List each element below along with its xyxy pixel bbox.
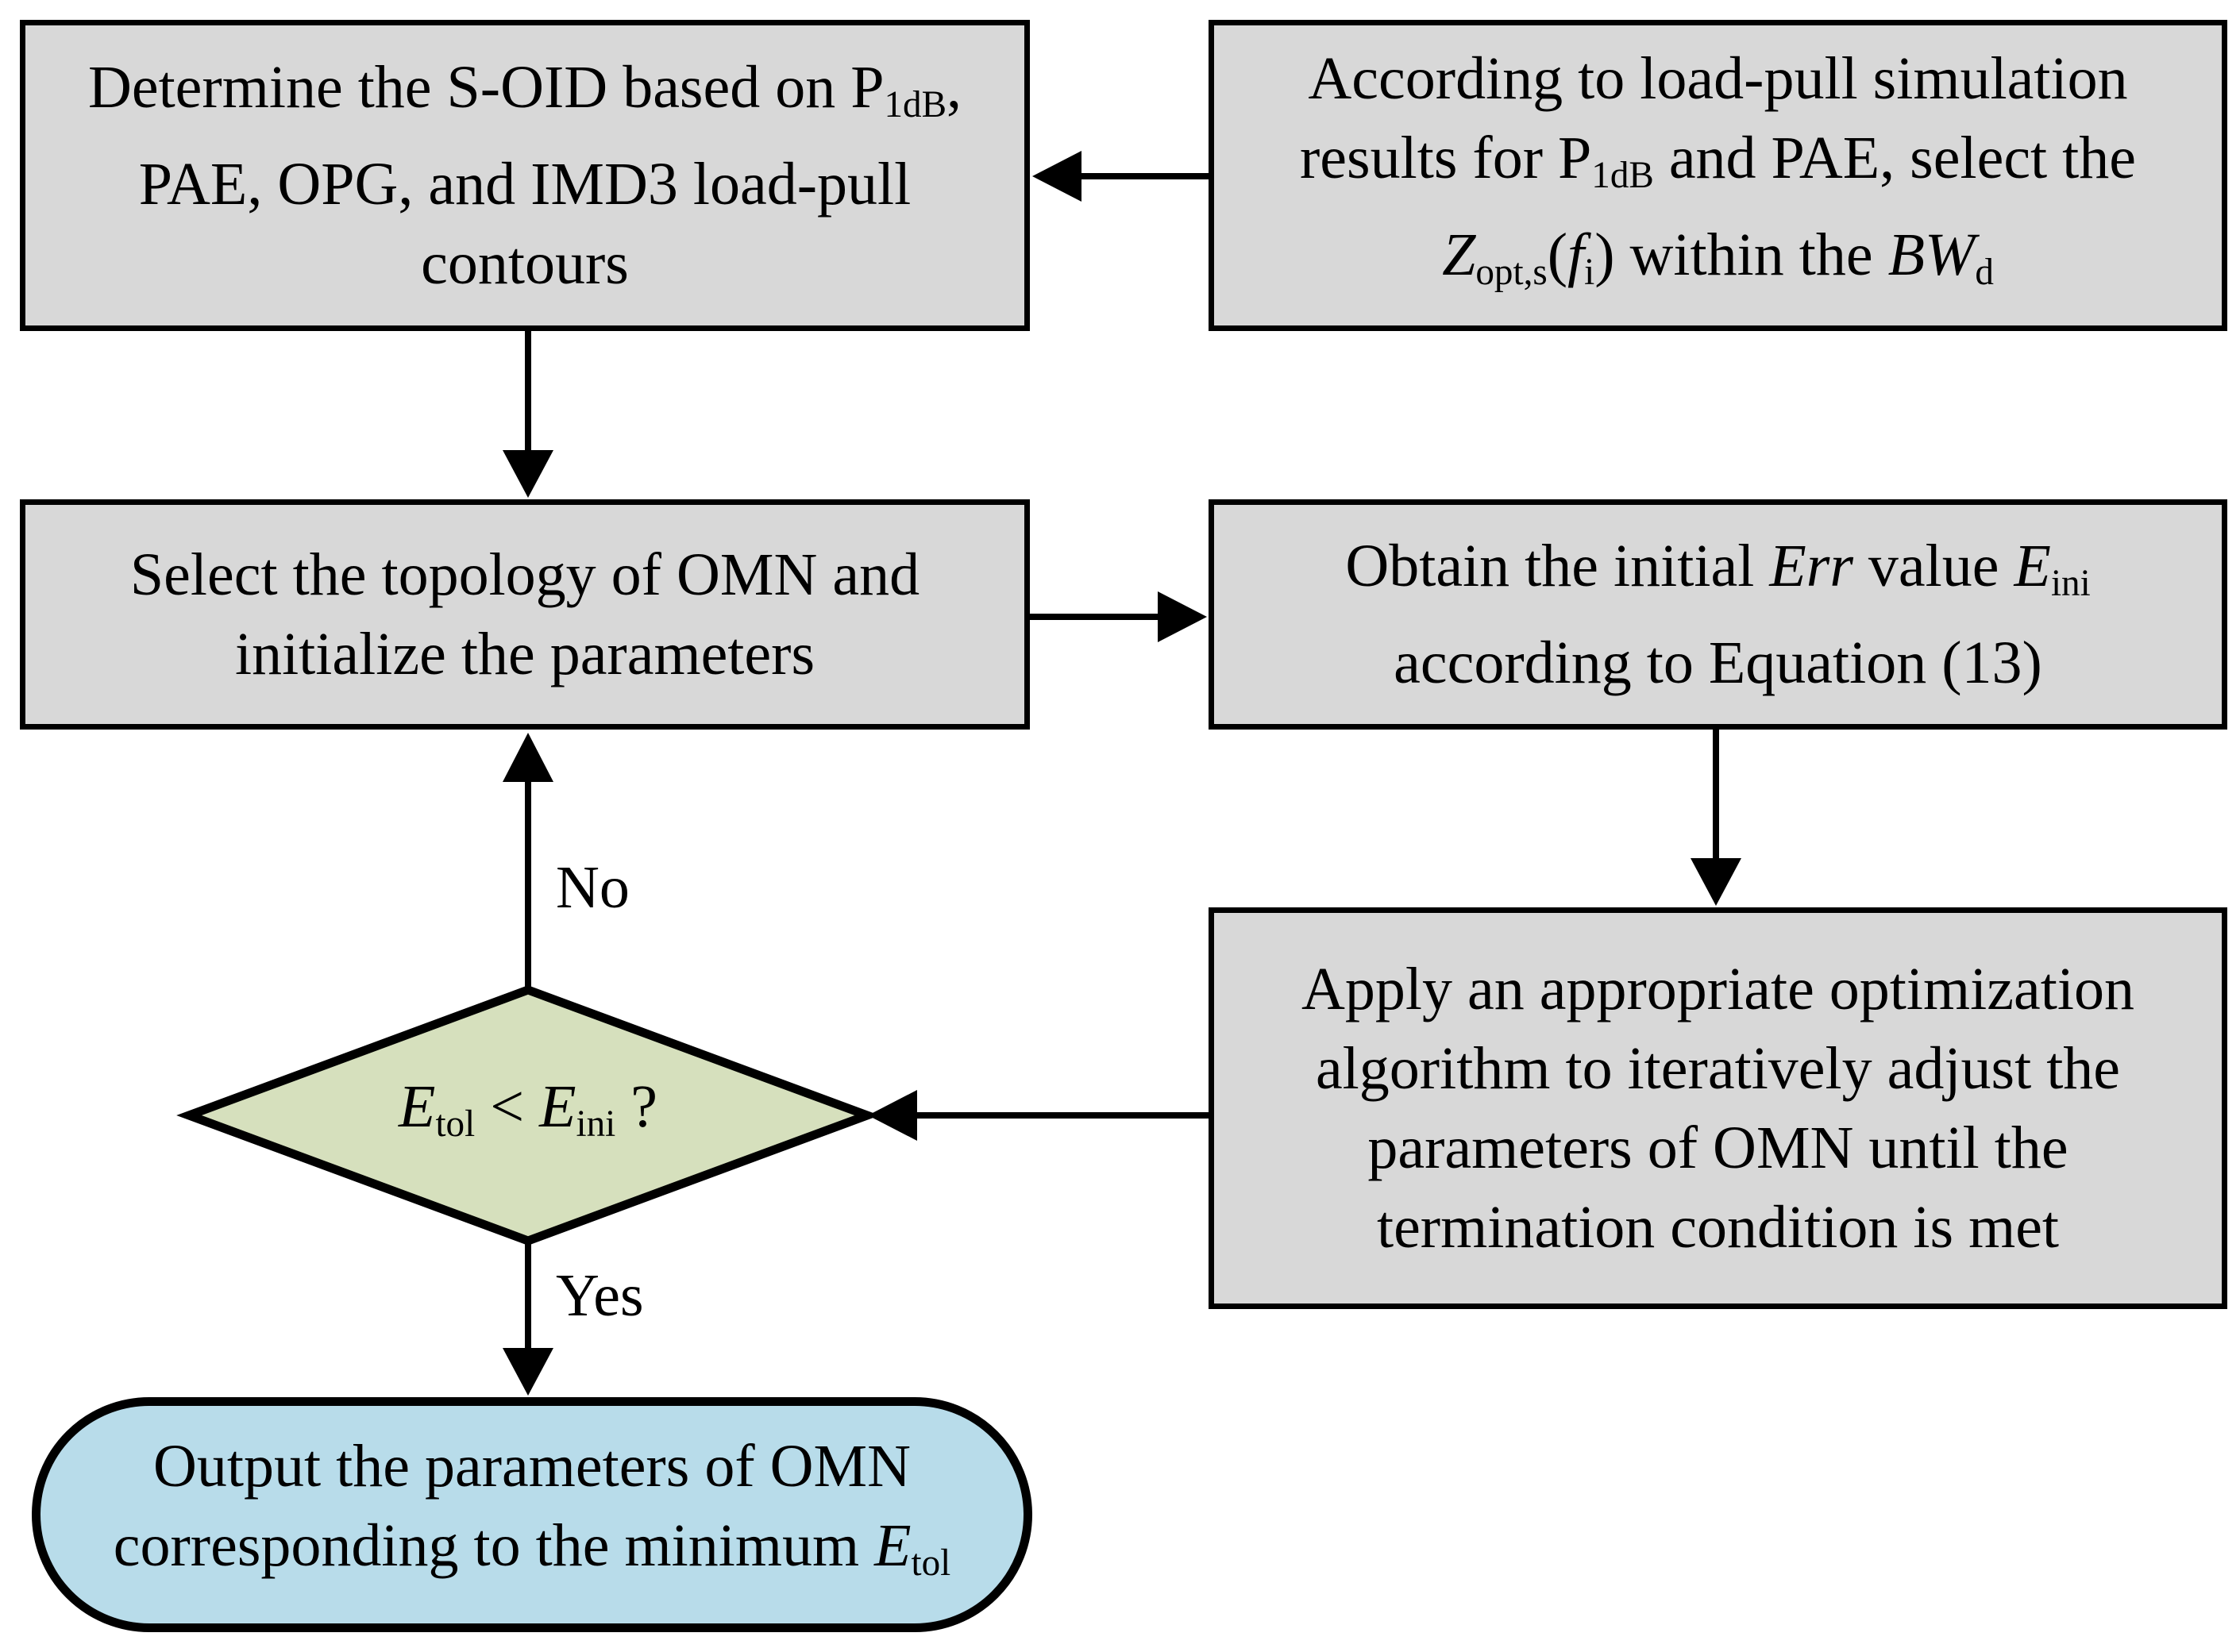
box-select-topology: Select the topology of OMN and initializ… bbox=[20, 499, 1030, 730]
box-obtain-initial-err: Obtain the initial Err value Eini accord… bbox=[1209, 499, 2227, 730]
text-segment: E bbox=[539, 1073, 576, 1141]
text-line: Select the topology of OMN and bbox=[130, 535, 920, 614]
box-load-pull-select: According to load-pull simulation result… bbox=[1209, 20, 2227, 331]
text-line: parameters of OMN until the bbox=[1367, 1108, 2068, 1188]
text-segment: According to load-pull simulation bbox=[1308, 45, 2128, 113]
text-segment: ? bbox=[615, 1073, 657, 1141]
label-no: No bbox=[556, 854, 630, 921]
subscript-segment: ini bbox=[576, 1103, 616, 1145]
text-segment: ) within the bbox=[1594, 221, 1888, 288]
text-segment: f bbox=[1567, 221, 1585, 288]
text-segment: and PAE, select the bbox=[1653, 125, 2137, 192]
text-segment: E bbox=[399, 1073, 436, 1141]
terminal-output: Output the parameters of OMN correspondi… bbox=[32, 1397, 1032, 1632]
arrow-decision-no-to-topology bbox=[503, 733, 553, 990]
box-determine-soid: Determine the S-OID based on P1dB, PAE, … bbox=[20, 20, 1030, 331]
text-line: Etol < Eini ? bbox=[399, 1067, 657, 1164]
text-line: According to load-pull simulation bbox=[1308, 39, 2127, 118]
subscript-segment: d bbox=[1975, 251, 1994, 293]
text-line: termination condition is met bbox=[1377, 1188, 2059, 1267]
text-line: PAE, OPG, and IMD3 load-pull bbox=[139, 144, 912, 224]
text-segment: PAE, OPG, and IMD3 load-pull bbox=[138, 150, 912, 218]
arrow-determine-to-topology bbox=[503, 331, 553, 498]
text-segment: value bbox=[1853, 533, 2014, 600]
text-segment: corresponding to the minimum bbox=[113, 1512, 875, 1580]
text-line: Zopt,s(fi) within the BWd bbox=[1442, 215, 1994, 312]
text-line: initialize the parameters bbox=[235, 614, 815, 694]
text-line: algorithm to iteratively adjust the bbox=[1316, 1029, 2120, 1108]
arrow-optimization-to-decision bbox=[868, 1090, 1209, 1141]
arrow-err-to-optimization bbox=[1691, 730, 1741, 906]
box-apply-optimization: Apply an appropriate optimization algori… bbox=[1209, 907, 2227, 1309]
subscript-segment: ini bbox=[2050, 562, 2091, 604]
text-line: results for P1dB and PAE, select the bbox=[1300, 118, 2136, 215]
text-segment: Z bbox=[1442, 221, 1476, 288]
text-line: Output the parameters of OMN bbox=[153, 1427, 911, 1506]
text-segment: < bbox=[475, 1073, 540, 1141]
subscript-segment: 1dB bbox=[1591, 155, 1654, 196]
text-segment: BW bbox=[1887, 221, 1976, 288]
text-segment: Apply an appropriate optimization bbox=[1301, 956, 2134, 1022]
subscript-segment: tol bbox=[435, 1103, 476, 1145]
arrow-decision-yes-to-output bbox=[503, 1241, 553, 1396]
text-segment: results for P bbox=[1299, 125, 1592, 192]
text-line: according to Equation (13) bbox=[1394, 623, 2042, 703]
decision-diamond: Etol < Eini ? bbox=[210, 1048, 846, 1183]
subscript-segment: 1dB bbox=[884, 83, 947, 125]
text-segment: according to Equation (13) bbox=[1394, 629, 2042, 696]
subscript-segment: tol bbox=[911, 1542, 951, 1584]
text-segment: Obtain the initial bbox=[1345, 533, 1770, 600]
subscript-segment: i bbox=[1584, 251, 1595, 293]
text-segment: Determine the S-OID based on P bbox=[87, 54, 885, 121]
text-segment: Err bbox=[1769, 533, 1853, 600]
text-segment: initialize the parameters bbox=[234, 621, 815, 687]
text-segment: , bbox=[947, 54, 962, 121]
text-line: contours bbox=[421, 224, 629, 303]
arrow-topology-to-err bbox=[1030, 591, 1207, 642]
text-segment: contours bbox=[421, 229, 629, 297]
text-segment: Output the parameters of OMN bbox=[153, 1433, 911, 1500]
text-segment: termination condition is met bbox=[1376, 1194, 2060, 1261]
label-yes: Yes bbox=[556, 1262, 644, 1329]
subscript-segment: opt,s bbox=[1475, 251, 1548, 293]
text-line: corresponding to the minimum Etol bbox=[114, 1506, 950, 1603]
text-segment: Select the topology of OMN and bbox=[129, 541, 920, 608]
text-line: Determine the S-OID based on P1dB, bbox=[88, 48, 962, 144]
text-segment: ( bbox=[1547, 221, 1567, 288]
text-segment: E bbox=[2014, 533, 2051, 600]
text-segment: algorithm to iteratively adjust the bbox=[1315, 1035, 2121, 1102]
text-segment: parameters of OMN until the bbox=[1367, 1115, 2068, 1181]
text-line: Obtain the initial Err value Eini bbox=[1345, 526, 2090, 623]
text-line: Apply an appropriate optimization bbox=[1301, 949, 2134, 1029]
arrow-loadpull-to-determine bbox=[1032, 151, 1209, 202]
text-segment: E bbox=[874, 1512, 912, 1580]
